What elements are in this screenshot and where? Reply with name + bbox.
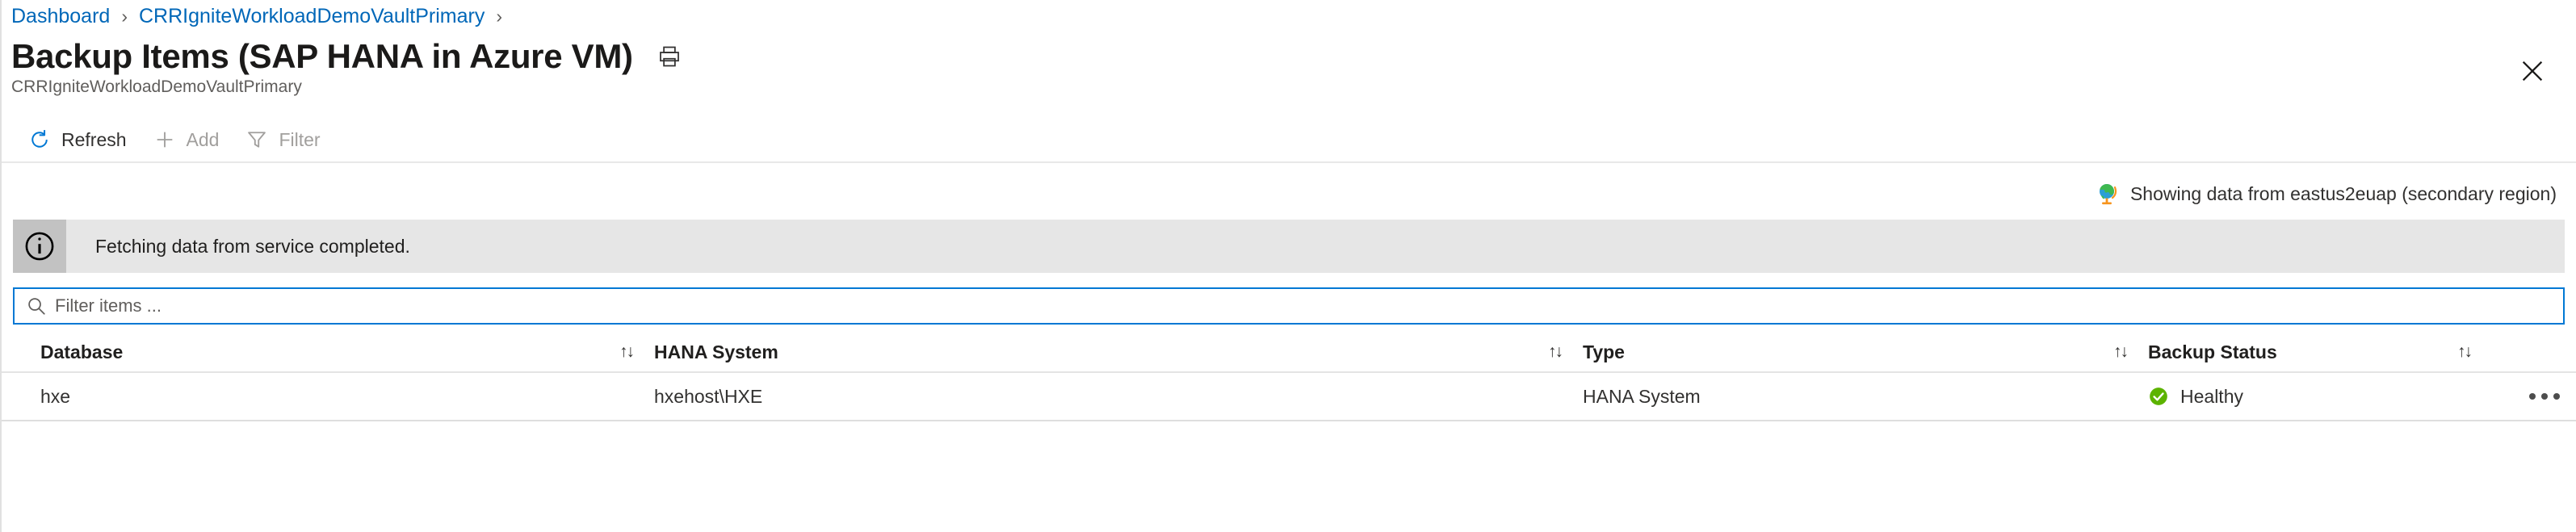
column-header-database-label: Database <box>40 341 124 362</box>
cell-hana-system: hxehost\HXE <box>654 385 763 407</box>
search-input[interactable] <box>55 289 2563 323</box>
sort-icon-type[interactable]: ↑↓ <box>2113 342 2129 361</box>
status-badge: Healthy <box>2180 385 2243 407</box>
title-row: Backup Items (SAP HANA in Azure VM) <box>2 32 2576 75</box>
healthy-check-icon <box>2148 386 2169 407</box>
refresh-button[interactable]: Refresh <box>15 120 140 159</box>
column-header-backup-status[interactable]: Backup Status ↑↓ <box>2148 341 2492 363</box>
secondary-region-note: Showing data from eastus2euap (secondary… <box>2 163 2576 207</box>
cell-type: HANA System <box>1583 385 1701 407</box>
command-bar: Refresh Add Filter <box>2 118 2576 163</box>
filter-button[interactable]: Filter <box>232 120 333 159</box>
breadcrumb: Dashboard › CRRIgniteWorkloadDemoVaultPr… <box>2 0 2576 32</box>
column-header-type-label: Type <box>1583 341 1625 362</box>
breadcrumb-item-vault[interactable]: CRRIgniteWorkloadDemoVaultPrimary <box>138 4 485 27</box>
backup-items-table: Database ↑↓ HANA System ↑↓ Type ↑↓ Backu… <box>2 333 2576 421</box>
close-icon[interactable] <box>2508 47 2557 95</box>
refresh-button-label: Refresh <box>61 128 127 150</box>
plus-icon <box>153 128 177 152</box>
filter-items-search[interactable] <box>13 287 2565 325</box>
funnel-icon <box>245 128 269 152</box>
row-actions[interactable] <box>2492 385 2565 408</box>
column-header-database[interactable]: Database ↑↓ <box>40 341 654 363</box>
add-button[interactable]: Add <box>140 120 233 159</box>
print-icon[interactable] <box>656 43 683 70</box>
cell-backup-status: Healthy <box>2148 386 2492 408</box>
breadcrumb-separator-icon-2: › <box>496 5 503 27</box>
cell-database[interactable]: hxe <box>40 385 71 407</box>
secondary-region-note-text: Showing data from eastus2euap (secondary… <box>2129 182 2557 204</box>
search-icon <box>23 295 50 316</box>
ellipsis-icon[interactable] <box>2524 385 2565 408</box>
column-header-type[interactable]: Type ↑↓ <box>1583 341 2148 363</box>
info-banner-message: Fetching data from service completed. <box>95 235 410 257</box>
page-subtitle: CRRIgniteWorkloadDemoVaultPrimary <box>11 77 302 96</box>
breadcrumb-separator-icon: › <box>121 5 128 27</box>
table-row[interactable]: hxe hxehost\HXE HANA System Healthy <box>2 373 2576 421</box>
column-header-hana-system[interactable]: HANA System ↑↓ <box>654 341 1583 363</box>
info-icon <box>13 220 66 273</box>
sort-icon-backup-status[interactable]: ↑↓ <box>2457 342 2473 361</box>
column-header-backup-status-label: Backup Status <box>2148 341 2277 362</box>
column-header-hana-system-label: HANA System <box>654 341 778 362</box>
add-button-label: Add <box>186 128 220 150</box>
refresh-icon <box>27 128 52 152</box>
page-title: Backup Items (SAP HANA in Azure VM) <box>11 37 633 75</box>
filter-button-label: Filter <box>279 128 321 150</box>
info-banner: Fetching data from service completed. <box>13 220 2565 273</box>
breadcrumb-item-dashboard[interactable]: Dashboard <box>11 4 111 27</box>
sort-icon-database[interactable]: ↑↓ <box>619 342 635 361</box>
globe-icon <box>2095 181 2121 207</box>
sort-icon-hana-system[interactable]: ↑↓ <box>1548 342 1563 361</box>
table-header-row: Database ↑↓ HANA System ↑↓ Type ↑↓ Backu… <box>2 333 2576 373</box>
